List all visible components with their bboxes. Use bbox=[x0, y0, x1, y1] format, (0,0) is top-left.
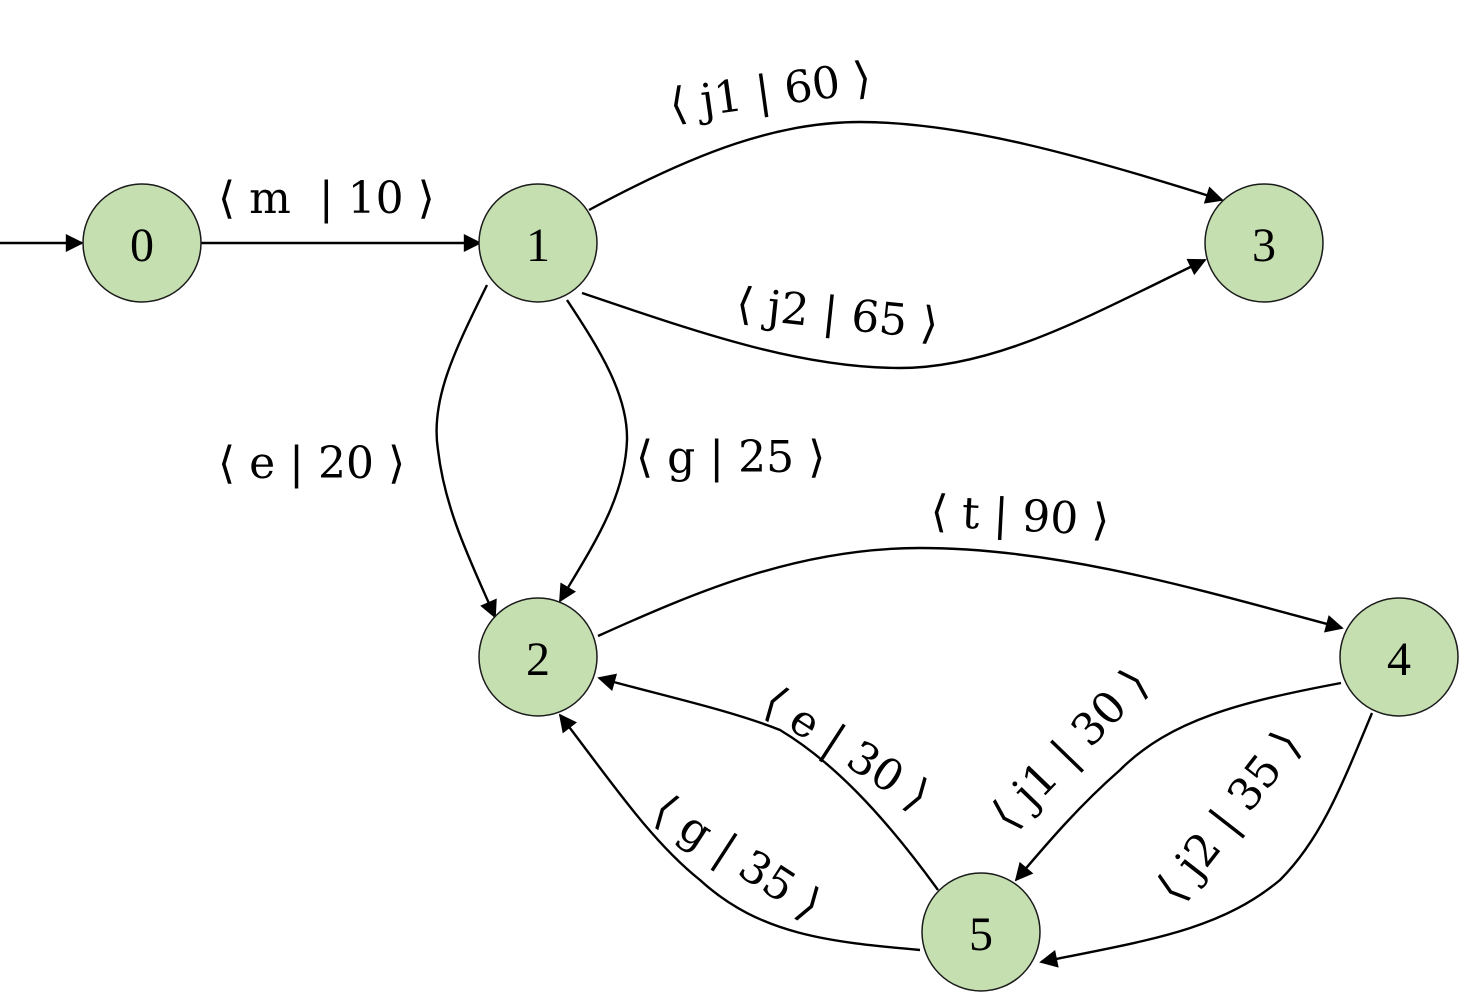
edge-label-4-5-j2: ⟨ j2 | 35 ⟩ bbox=[1146, 721, 1311, 912]
state-3: 3 bbox=[1204, 183, 1324, 303]
edge-label-0-1: ⟨ m | 10 ⟩ bbox=[218, 173, 435, 224]
edge-1-3-j2 bbox=[581, 258, 1207, 370]
edge-2-4-t bbox=[597, 546, 1344, 638]
state-label: 2 bbox=[526, 633, 550, 686]
edge-1-2-e bbox=[435, 284, 497, 619]
edge-4-5-j1 bbox=[1014, 681, 1342, 882]
state-2: 2 bbox=[478, 597, 598, 717]
edge-5-2-e bbox=[597, 673, 939, 891]
edge-4-5-j2 bbox=[1039, 712, 1374, 968]
edge-label-4-5-j1: ⟨ j1 | 30 ⟩ bbox=[981, 658, 1159, 839]
edge-1-2-g bbox=[558, 299, 629, 603]
edge-label-5-2-e: ⟨ e | 30 ⟩ bbox=[754, 676, 939, 821]
edge-label-1-3-j1: ⟨ j1 | 60 ⟩ bbox=[666, 52, 874, 131]
state-label: 1 bbox=[526, 219, 550, 272]
state-label: 3 bbox=[1252, 219, 1276, 272]
edge-5-2-g bbox=[558, 713, 921, 952]
edge-1-3-j1 bbox=[588, 120, 1224, 212]
state-label: 0 bbox=[130, 219, 154, 272]
edge-label-1-2-e: ⟨ e | 20 ⟩ bbox=[218, 438, 405, 489]
state-5: 5 bbox=[921, 872, 1041, 992]
edge-label-1-2-g: ⟨ g | 25 ⟩ bbox=[636, 432, 825, 483]
state-label: 4 bbox=[1387, 633, 1411, 686]
state-4: 4 bbox=[1339, 597, 1459, 717]
state-1: 1 bbox=[478, 183, 598, 303]
state-label: 5 bbox=[969, 908, 993, 961]
edge-label-2-4-t: ⟨ t | 90 ⟩ bbox=[929, 486, 1110, 546]
edge-label-1-3-j2: ⟨ j2 | 65 ⟩ bbox=[734, 278, 941, 350]
state-0: 0 bbox=[82, 183, 202, 303]
